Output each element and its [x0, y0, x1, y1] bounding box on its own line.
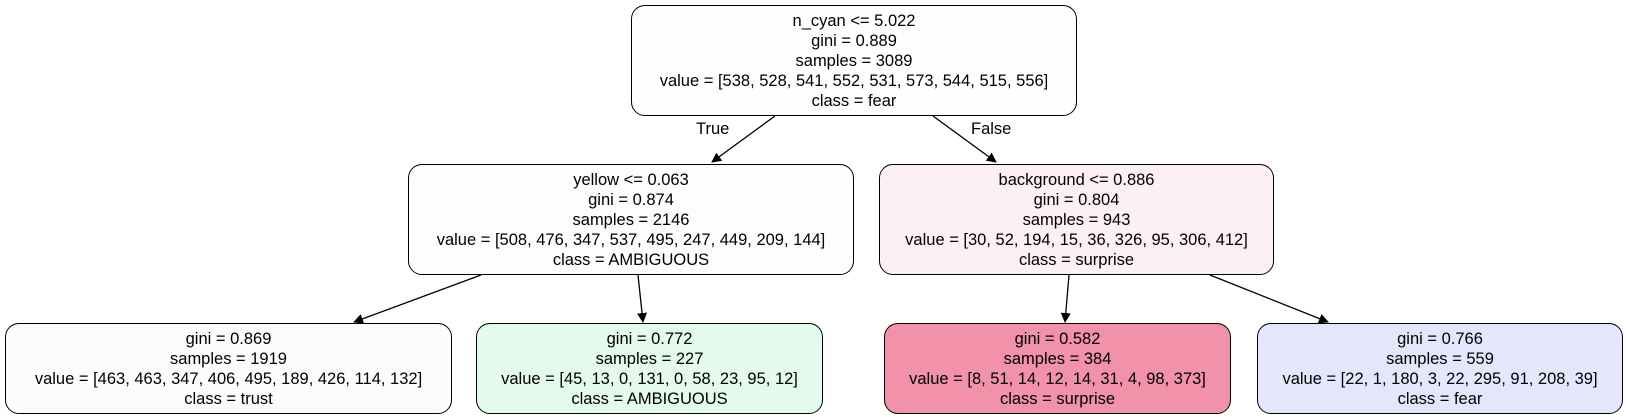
- edge-left-to-left-left: [353, 274, 482, 324]
- edge-right-to-right-left: [1060, 274, 1071, 323]
- node-samples: samples = 3089: [795, 51, 913, 70]
- node-class: class = fear: [811, 91, 897, 110]
- node-samples: samples = 384: [1003, 349, 1112, 368]
- node-value: value = [508, 476, 347, 537, 495, 247, 4…: [436, 230, 826, 249]
- node-condition: yellow <= 0.063: [573, 170, 689, 189]
- edge-root-to-right: [932, 115, 997, 163]
- tree-leaf-left-right: gini = 0.772 samples = 227 value = [45, …: [476, 323, 823, 414]
- node-class: class = trust: [184, 389, 273, 408]
- node-value: value = [30, 52, 194, 15, 36, 326, 95, 3…: [905, 230, 1248, 249]
- tree-node-left: yellow <= 0.063 gini = 0.874 samples = 2…: [408, 164, 854, 275]
- node-value: value = [463, 463, 347, 406, 495, 189, 4…: [34, 369, 423, 388]
- node-value: value = [22, 1, 180, 3, 22, 295, 91, 208…: [1282, 369, 1598, 388]
- node-value: value = [538, 528, 541, 552, 531, 573, 5…: [659, 71, 1049, 90]
- tree-leaf-right-right: gini = 0.766 samples = 559 value = [22, …: [1257, 323, 1623, 414]
- node-gini: gini = 0.869: [185, 329, 272, 348]
- node-samples: samples = 1919: [170, 349, 287, 368]
- edge-left-to-left-right: [637, 274, 648, 323]
- node-class: class = surprise: [1018, 250, 1135, 269]
- node-class: class = AMBIGUOUS: [552, 250, 710, 269]
- edge-root-to-left: [711, 115, 776, 163]
- node-samples: samples = 943: [1022, 210, 1131, 229]
- node-gini: gini = 0.804: [1033, 190, 1120, 209]
- tree-node-root: n_cyan <= 5.022 gini = 0.889 samples = 3…: [631, 5, 1077, 116]
- node-samples: samples = 559: [1386, 349, 1494, 368]
- node-class: class = AMBIGUOUS: [571, 389, 728, 408]
- node-gini: gini = 0.766: [1397, 329, 1483, 348]
- node-condition: background <= 0.886: [998, 170, 1155, 189]
- node-class: class = fear: [1397, 389, 1483, 408]
- node-condition: n_cyan <= 5.022: [792, 11, 916, 30]
- node-value: value = [8, 51, 14, 12, 14, 31, 4, 98, 3…: [909, 369, 1206, 388]
- edge-label-false: False: [971, 120, 1012, 138]
- node-class: class = surprise: [999, 389, 1116, 408]
- node-value: value = [45, 13, 0, 131, 0, 58, 23, 95, …: [501, 369, 798, 388]
- edge-label-true: True: [696, 120, 730, 138]
- node-samples: samples = 2146: [572, 210, 690, 229]
- node-gini: gini = 0.889: [811, 31, 897, 50]
- tree-leaf-right-left: gini = 0.582 samples = 384 value = [8, 5…: [884, 323, 1231, 414]
- tree-leaf-left-left: gini = 0.869 samples = 1919 value = [463…: [5, 323, 452, 414]
- node-gini: gini = 0.874: [588, 190, 674, 209]
- tree-node-right: background <= 0.886 gini = 0.804 samples…: [879, 164, 1274, 275]
- node-gini: gini = 0.772: [606, 329, 693, 348]
- edge-right-to-right-right: [1209, 274, 1329, 324]
- node-samples: samples = 227: [595, 349, 704, 368]
- node-gini: gini = 0.582: [1014, 329, 1101, 348]
